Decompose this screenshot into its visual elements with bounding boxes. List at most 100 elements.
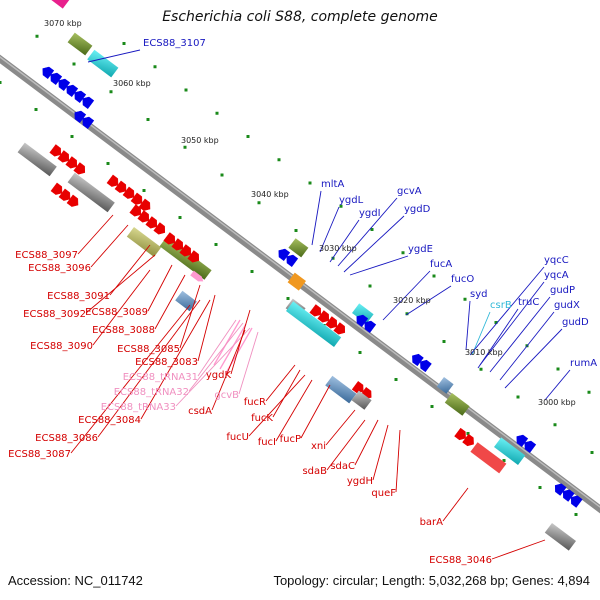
reverse-cds-arrow (364, 320, 377, 333)
scale-tick (183, 145, 187, 149)
reverse-cds-arrow (420, 359, 432, 373)
grey-block (544, 522, 577, 551)
forward-cds-arrow (163, 232, 176, 245)
gene-label: gudX (554, 300, 580, 311)
forward-cds-arrow (309, 304, 322, 317)
label-leader-line (248, 374, 306, 437)
scale-label: 3030 kbp (319, 244, 357, 253)
steel-block (325, 375, 357, 404)
cyan-block (351, 303, 374, 324)
gene-feature (454, 427, 474, 447)
forward-cds-arrow (130, 192, 143, 205)
scale-tick (106, 162, 110, 165)
scale-tick (246, 135, 250, 138)
gene-feature (67, 32, 93, 56)
scale-tick (286, 297, 290, 300)
scale-tick (257, 201, 261, 205)
label-leader-line (499, 311, 555, 381)
scale-tick (574, 513, 578, 516)
reverse-cds-arrow (82, 116, 95, 129)
label-leader-line (238, 331, 259, 395)
reverse-cds-arrow (286, 254, 299, 267)
label-leader-line (544, 369, 571, 401)
label-leader-line (275, 379, 313, 442)
label-leader-line (77, 214, 114, 255)
label-leader-line (87, 49, 141, 63)
gene-feature (351, 390, 372, 410)
scale-tick (34, 108, 38, 111)
gene-label: ECS88_3084 (78, 415, 141, 426)
reverse-cds-arrow (570, 495, 583, 508)
gene-feature (288, 238, 309, 258)
gene-label: ECS88_3091 (47, 291, 110, 302)
label-leader-line (471, 311, 491, 356)
gene-label: ECS88_3086 (35, 433, 98, 444)
scale-tick (538, 486, 542, 489)
gene-label: csdA (188, 406, 212, 417)
scale-tick (184, 88, 188, 92)
forward-cds-arrow (462, 433, 474, 447)
scale-tick (250, 270, 254, 273)
gene-label: gudP (550, 285, 575, 296)
gene-label: truC (518, 297, 539, 308)
gene-feature (470, 442, 507, 474)
gene-feature (49, 144, 86, 175)
scale-label: 3000 kbp (538, 398, 576, 407)
grey-block (67, 172, 115, 213)
scale-tick (215, 111, 219, 115)
scale-tick (479, 367, 483, 371)
forward-cds-arrow (57, 150, 70, 163)
label-leader-line (197, 294, 216, 362)
label-leader-line (272, 369, 301, 418)
reverse-cds-arrow (74, 90, 87, 103)
scale-tick (516, 395, 520, 399)
gene-label: gcvB (214, 390, 239, 401)
label-leader-line (372, 424, 389, 481)
gene-feature (74, 110, 95, 129)
gene-label: ECS88_3046 (429, 555, 492, 566)
forward-cds-arrow (317, 310, 330, 323)
scale-tick (432, 274, 436, 278)
gene-feature (278, 248, 299, 267)
trna-arrow (190, 270, 204, 282)
gene-labels: ECS88_3107ECS88_3097ECS88_3096ECS88_3091… (8, 38, 597, 566)
gene-label: ECS88_3083 (135, 357, 198, 368)
label-leader-line (197, 319, 237, 377)
gene-label: gudD (562, 317, 589, 328)
gene-label: ECS88_3085 (117, 344, 180, 355)
label-leader-line (504, 328, 563, 389)
scale-tick (463, 297, 467, 301)
forward-cds-arrow (58, 188, 71, 201)
scale-tick (494, 321, 498, 324)
gene-feature (50, 182, 79, 207)
reverse-cds-arrow (562, 489, 575, 502)
forward-cds-arrow (114, 180, 127, 193)
scale-tick (339, 204, 343, 208)
scale-tick (430, 405, 434, 408)
scale-tick (70, 135, 74, 138)
scale-tick (294, 229, 298, 232)
gene-label: ygdH (347, 476, 373, 487)
label-leader-line (188, 322, 244, 392)
cyan-block (493, 437, 526, 466)
gene-label: ECS88_tRNA32 (114, 387, 189, 398)
gene-feature (412, 353, 432, 373)
gene-label: barA (420, 517, 444, 528)
gene-feature (129, 204, 166, 235)
gene-feature (126, 227, 162, 258)
scale-tick (587, 390, 591, 394)
label-leader-line (442, 487, 469, 522)
gene-label: sdaB (302, 466, 327, 477)
label-leader-line (147, 264, 173, 312)
label-leader-line (154, 274, 186, 330)
scale-tick (35, 34, 39, 38)
forward-cds-arrow (49, 144, 62, 157)
gene-feature (554, 483, 583, 508)
gene-label: ECS88_3096 (28, 263, 91, 274)
label-leader-line (465, 300, 471, 351)
gene-label: ECS88_tRNA31 (123, 372, 198, 383)
forward-cds-arrow (129, 204, 142, 217)
pinkbar-block (41, 0, 70, 9)
reverse-cds-arrow (524, 440, 537, 453)
